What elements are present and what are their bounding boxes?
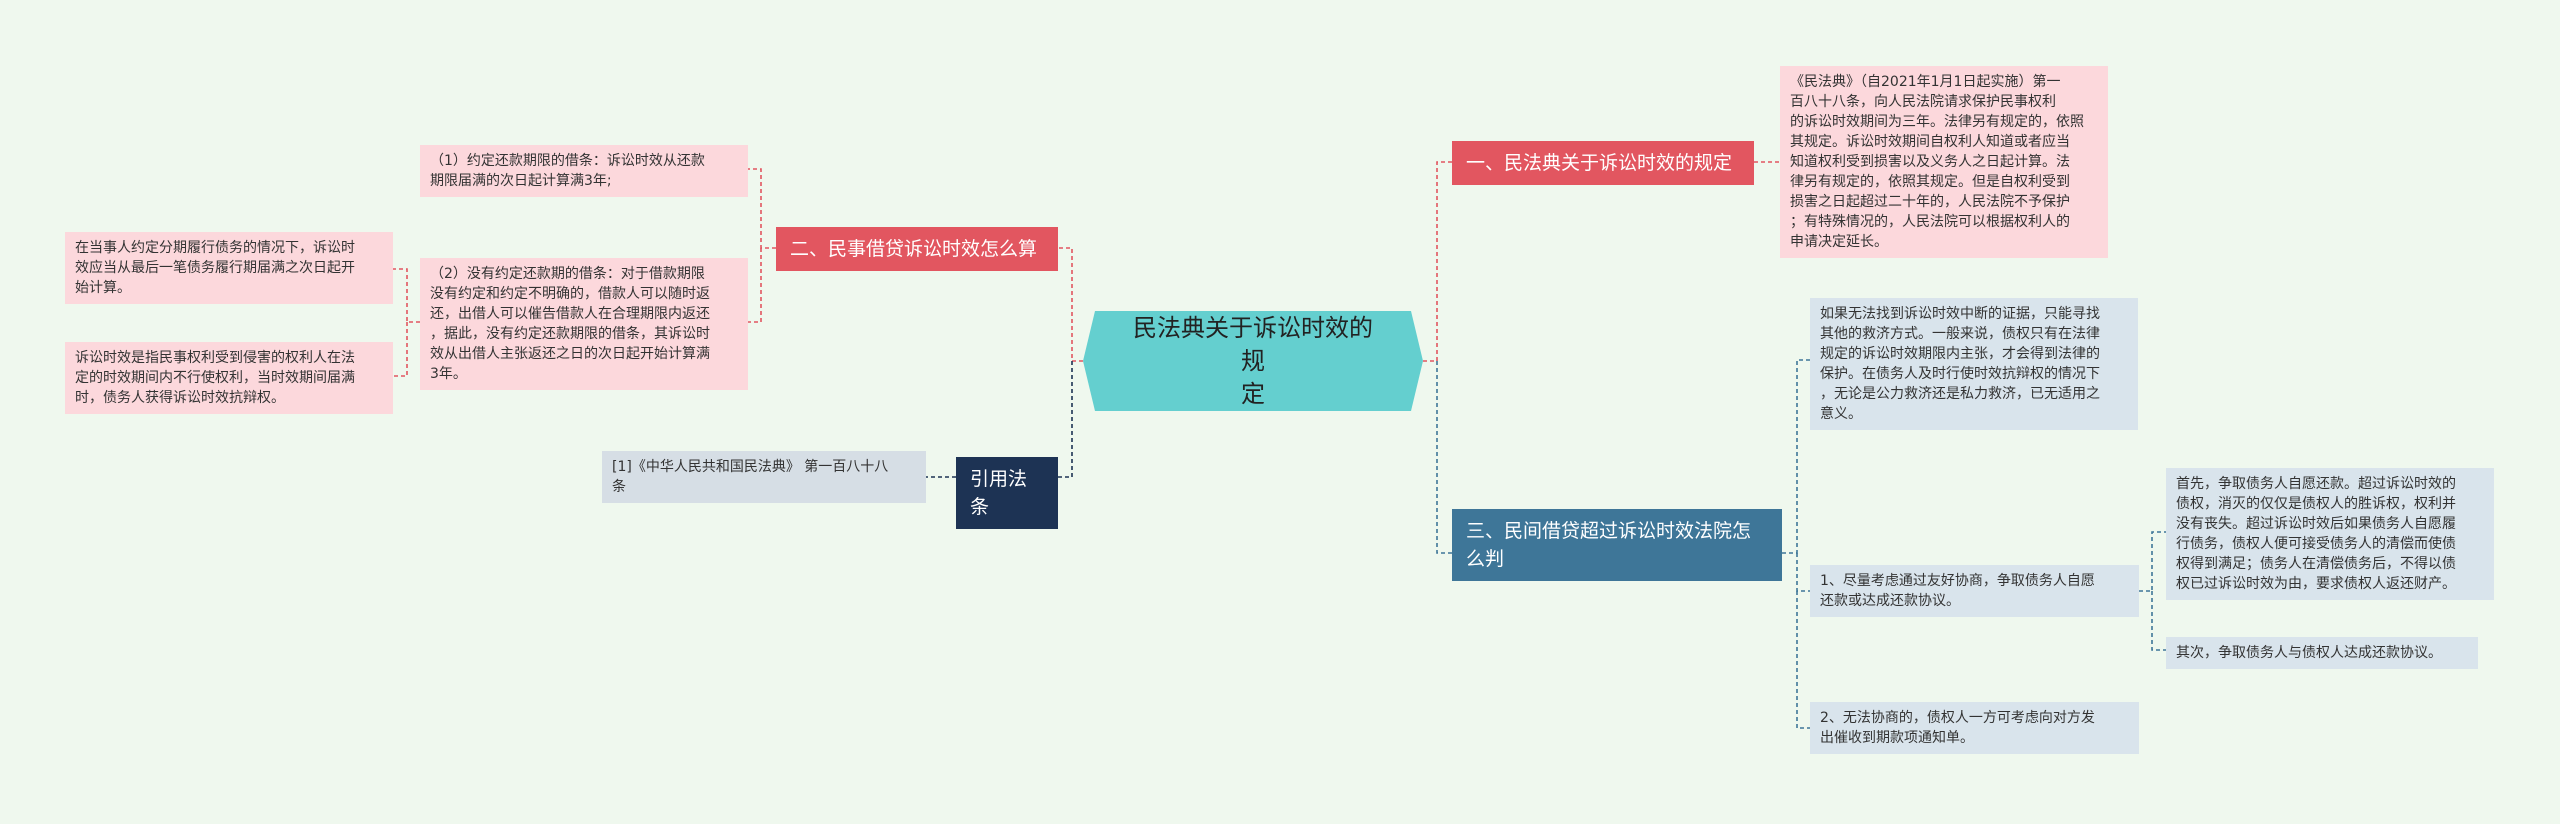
- link-b2-leaf2: [748, 248, 762, 323]
- link-b4leaf2-sub2: [2151, 591, 2166, 651]
- branch-court-judgment[interactable]: 三、民间借贷超过诉讼时效法院怎 么判: [1452, 509, 1782, 581]
- branch-civil-code-provision[interactable]: 一、民法典关于诉讼时效的规定: [1452, 141, 1754, 185]
- leaf-voluntary-repayment: 首先，争取债务人自愿还款。超过诉讼时效的 债权，消灭的仅仅是债权人的胜诉权，权利…: [2166, 468, 2494, 600]
- link-leaf2-sub2: [393, 322, 408, 377]
- leaf-collection-notice: 2、无法协商的，债权人一方可考虑向对方发 出催收到期款项通知单。: [1810, 702, 2139, 754]
- leaf-friendly-negotiation: 1、尽量考虑通过友好协商，争取债务人自愿 还款或达成还款协议。: [1810, 565, 2139, 617]
- link-b4leaf2-sub1: [2139, 531, 2166, 592]
- link-b4-leaf3: [1796, 591, 1810, 729]
- leaf-no-agreed-repayment-term: （2）没有约定还款期的借条：对于借款期限 没有约定和约定不明确的，借款人可以随时…: [420, 258, 748, 390]
- link-center-b4: [1436, 361, 1452, 554]
- leaf-agreed-repayment-term: （1）约定还款期限的借条：诉讼时效从还款 期限届满的次日起计算满3年;: [420, 145, 748, 197]
- link-b4-leaf2: [1796, 553, 1810, 592]
- leaf-limitation-definition: 诉讼时效是指民事权利受到侵害的权利人在法 定的时效期间内不行使权利，当时效期间届…: [65, 342, 393, 414]
- link-center-b2: [1058, 247, 1083, 362]
- link-b2-leaf1: [748, 168, 776, 249]
- branch-loan-limitation-calc[interactable]: 二、民事借贷诉讼时效怎么算: [776, 227, 1058, 271]
- link-center-b1: [1423, 161, 1452, 362]
- leaf-no-interruption-evidence: 如果无法找到诉讼时效中断的证据，只能寻找 其他的救济方式。一般来说，债权只有在法…: [1810, 298, 2138, 430]
- leaf-installment-obligation: 在当事人约定分期履行债务的情况下，诉讼时 效应当从最后一笔债务履行期届满之次日起…: [65, 232, 393, 304]
- link-center-b3: [1058, 361, 1073, 478]
- leaf-statute-reference: [1]《中华人民共和国民法典》 第一百八十八 条: [602, 451, 926, 503]
- link-leaf2-sub1: [393, 268, 420, 323]
- leaf-repayment-agreement: 其次，争取债务人与债权人达成还款协议。: [2166, 637, 2478, 669]
- leaf-civil-code-article: 《民法典》（自2021年1月1日起实施）第一 百八十八条，向人民法院请求保护民事…: [1780, 66, 2108, 258]
- link-b4-leaf1: [1782, 359, 1810, 554]
- branch-cited-statutes[interactable]: 引用法条: [956, 457, 1058, 529]
- central-topic[interactable]: 民法典关于诉讼时效的规 定: [1083, 311, 1423, 411]
